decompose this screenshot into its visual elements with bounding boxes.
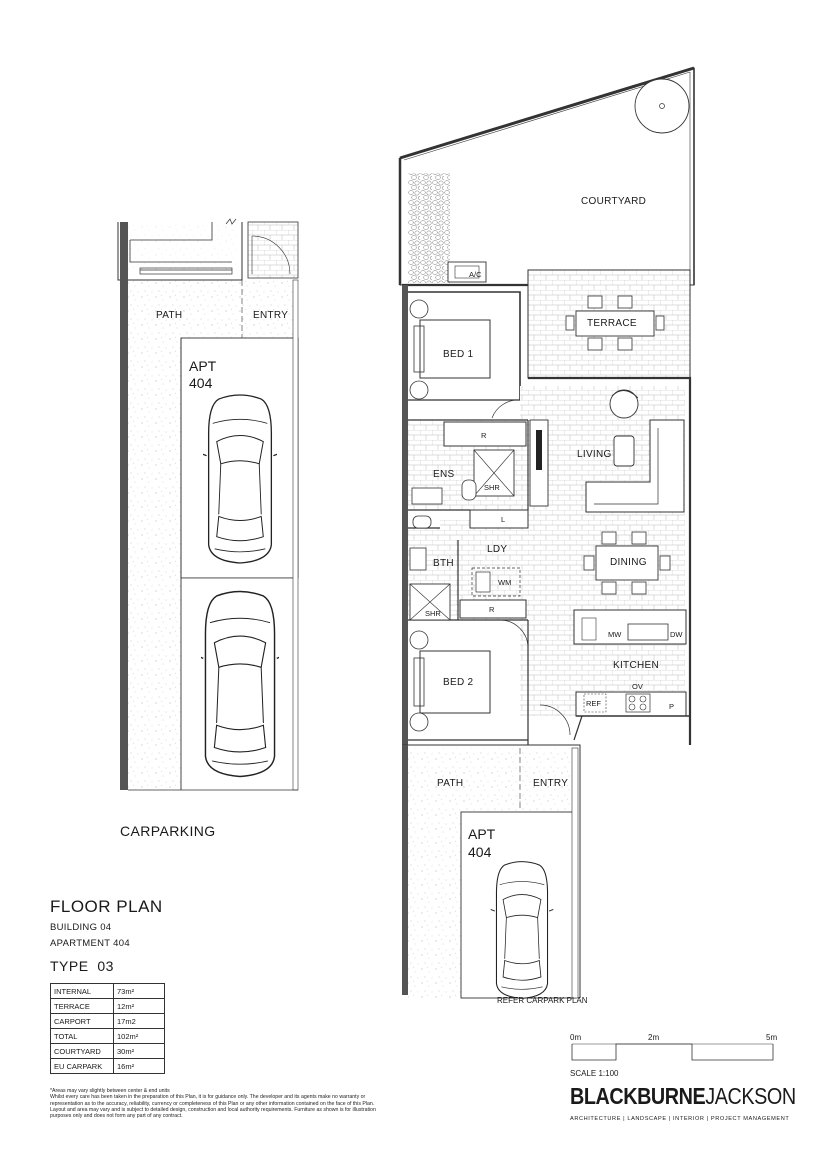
carparking-plan <box>117 218 299 791</box>
bed1-label: BED 1 <box>443 349 474 360</box>
apartment-label: APARTMENT 404 <box>50 938 130 949</box>
area-value: 30m² <box>113 1043 165 1059</box>
scale-tick-2: 2m <box>648 1033 660 1042</box>
carpark-apt-number: 404 <box>189 375 213 391</box>
scale-label: SCALE 1:100 <box>570 1069 619 1078</box>
carpark-apt-label: APT <box>189 358 217 374</box>
type-label: TYPE 03 <box>50 958 114 974</box>
robe-bed1-label: R <box>481 431 487 440</box>
fridge-label: REF <box>586 699 601 708</box>
apartment-plan <box>398 66 695 1000</box>
area-label: TOTAL <box>50 1028 114 1044</box>
brand-logo-part1: BLACKBURNE <box>570 1083 706 1109</box>
wm-label: WM <box>498 578 512 587</box>
terrace-label: TERRACE <box>587 318 637 329</box>
disclaimer-text: *Areas may vary slightly between center … <box>50 1088 376 1120</box>
scale-tick-0: 0m <box>570 1033 582 1042</box>
scale-bar <box>571 1043 774 1061</box>
oven-label: OV <box>632 682 643 691</box>
scale-tick-5: 5m <box>766 1033 778 1042</box>
microwave-label: MW <box>608 630 622 639</box>
carparking-title: CARPARKING <box>120 823 216 839</box>
dishwasher-label: DW <box>670 630 683 639</box>
carpark-entry-label: ENTRY <box>253 310 289 321</box>
area-value: 12m² <box>113 998 165 1014</box>
bathroom-label: BTH <box>433 558 454 569</box>
apt-number: 404 <box>468 844 492 860</box>
bed2-label: BED 2 <box>443 677 474 688</box>
kitchen-label: KITCHEN <box>613 660 659 671</box>
laundry-label: LDY <box>487 544 508 555</box>
shower-bth-label: SHR <box>425 609 441 618</box>
shower-ens-label: SHR <box>484 483 500 492</box>
ensuite-label: ENS <box>433 469 455 480</box>
living-label: LIVING <box>577 449 612 460</box>
refer-carpark-note: REFER CARPARK PLAN <box>497 996 588 1005</box>
area-label: COURTYARD <box>50 1043 114 1059</box>
dining-label: DINING <box>610 557 647 568</box>
brand-logo-part2: JACKSON <box>705 1083 796 1109</box>
area-value: 102m² <box>113 1028 165 1044</box>
brand-logo: BLACKBURNEJACKSON <box>570 1083 796 1110</box>
courtyard-label: COURTYARD <box>581 196 647 207</box>
carpark-path-label: PATH <box>156 310 183 321</box>
ac-label: A/C <box>469 270 482 279</box>
area-label: INTERNAL <box>50 983 114 999</box>
apt-label: APT <box>468 826 496 842</box>
building-label: BUILDING 04 <box>50 922 112 933</box>
area-value: 16m² <box>113 1058 165 1074</box>
floor-plan-title: FLOOR PLAN <box>50 897 163 916</box>
area-label: CARPORT <box>50 1013 114 1029</box>
robe-bed2-label: R <box>489 605 495 614</box>
area-value: 17m2 <box>113 1013 165 1029</box>
linen-label: L <box>501 515 506 524</box>
entry-label: ENTRY <box>533 778 569 789</box>
brand-tagline: ARCHITECTURE | LANDSCAPE | INTERIOR | PR… <box>570 1116 790 1122</box>
path-label: PATH <box>437 778 464 789</box>
area-label: EU CARPARK <box>50 1058 114 1074</box>
pantry-label: P <box>669 702 675 711</box>
area-label: TERRACE <box>50 998 114 1014</box>
area-value: 73m² <box>113 983 165 999</box>
